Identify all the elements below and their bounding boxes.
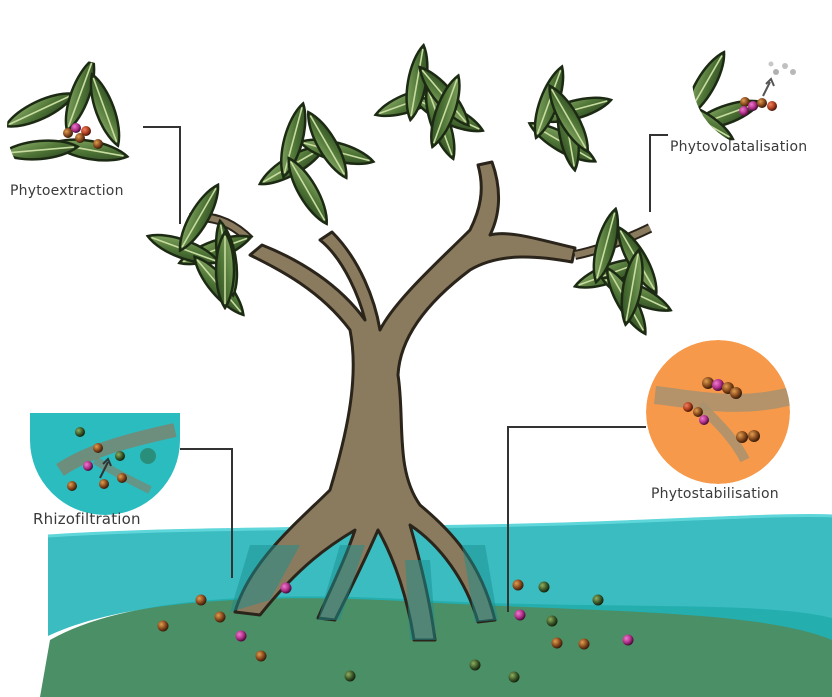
label-phytovolatalisation: Phytovolatalisation xyxy=(670,139,807,155)
label-rhizofiltration: Rhizofiltration xyxy=(33,510,141,528)
label-phytostabilisation: Phytostabilisation xyxy=(651,486,779,502)
phytoextraction-inset xyxy=(1,56,143,196)
rhizofiltration-inset xyxy=(30,412,180,522)
label-phytoextraction: Phytoextraction xyxy=(10,183,124,199)
phytovolatalisation-inset xyxy=(663,8,832,148)
phytostabilisation-inset xyxy=(646,340,795,484)
